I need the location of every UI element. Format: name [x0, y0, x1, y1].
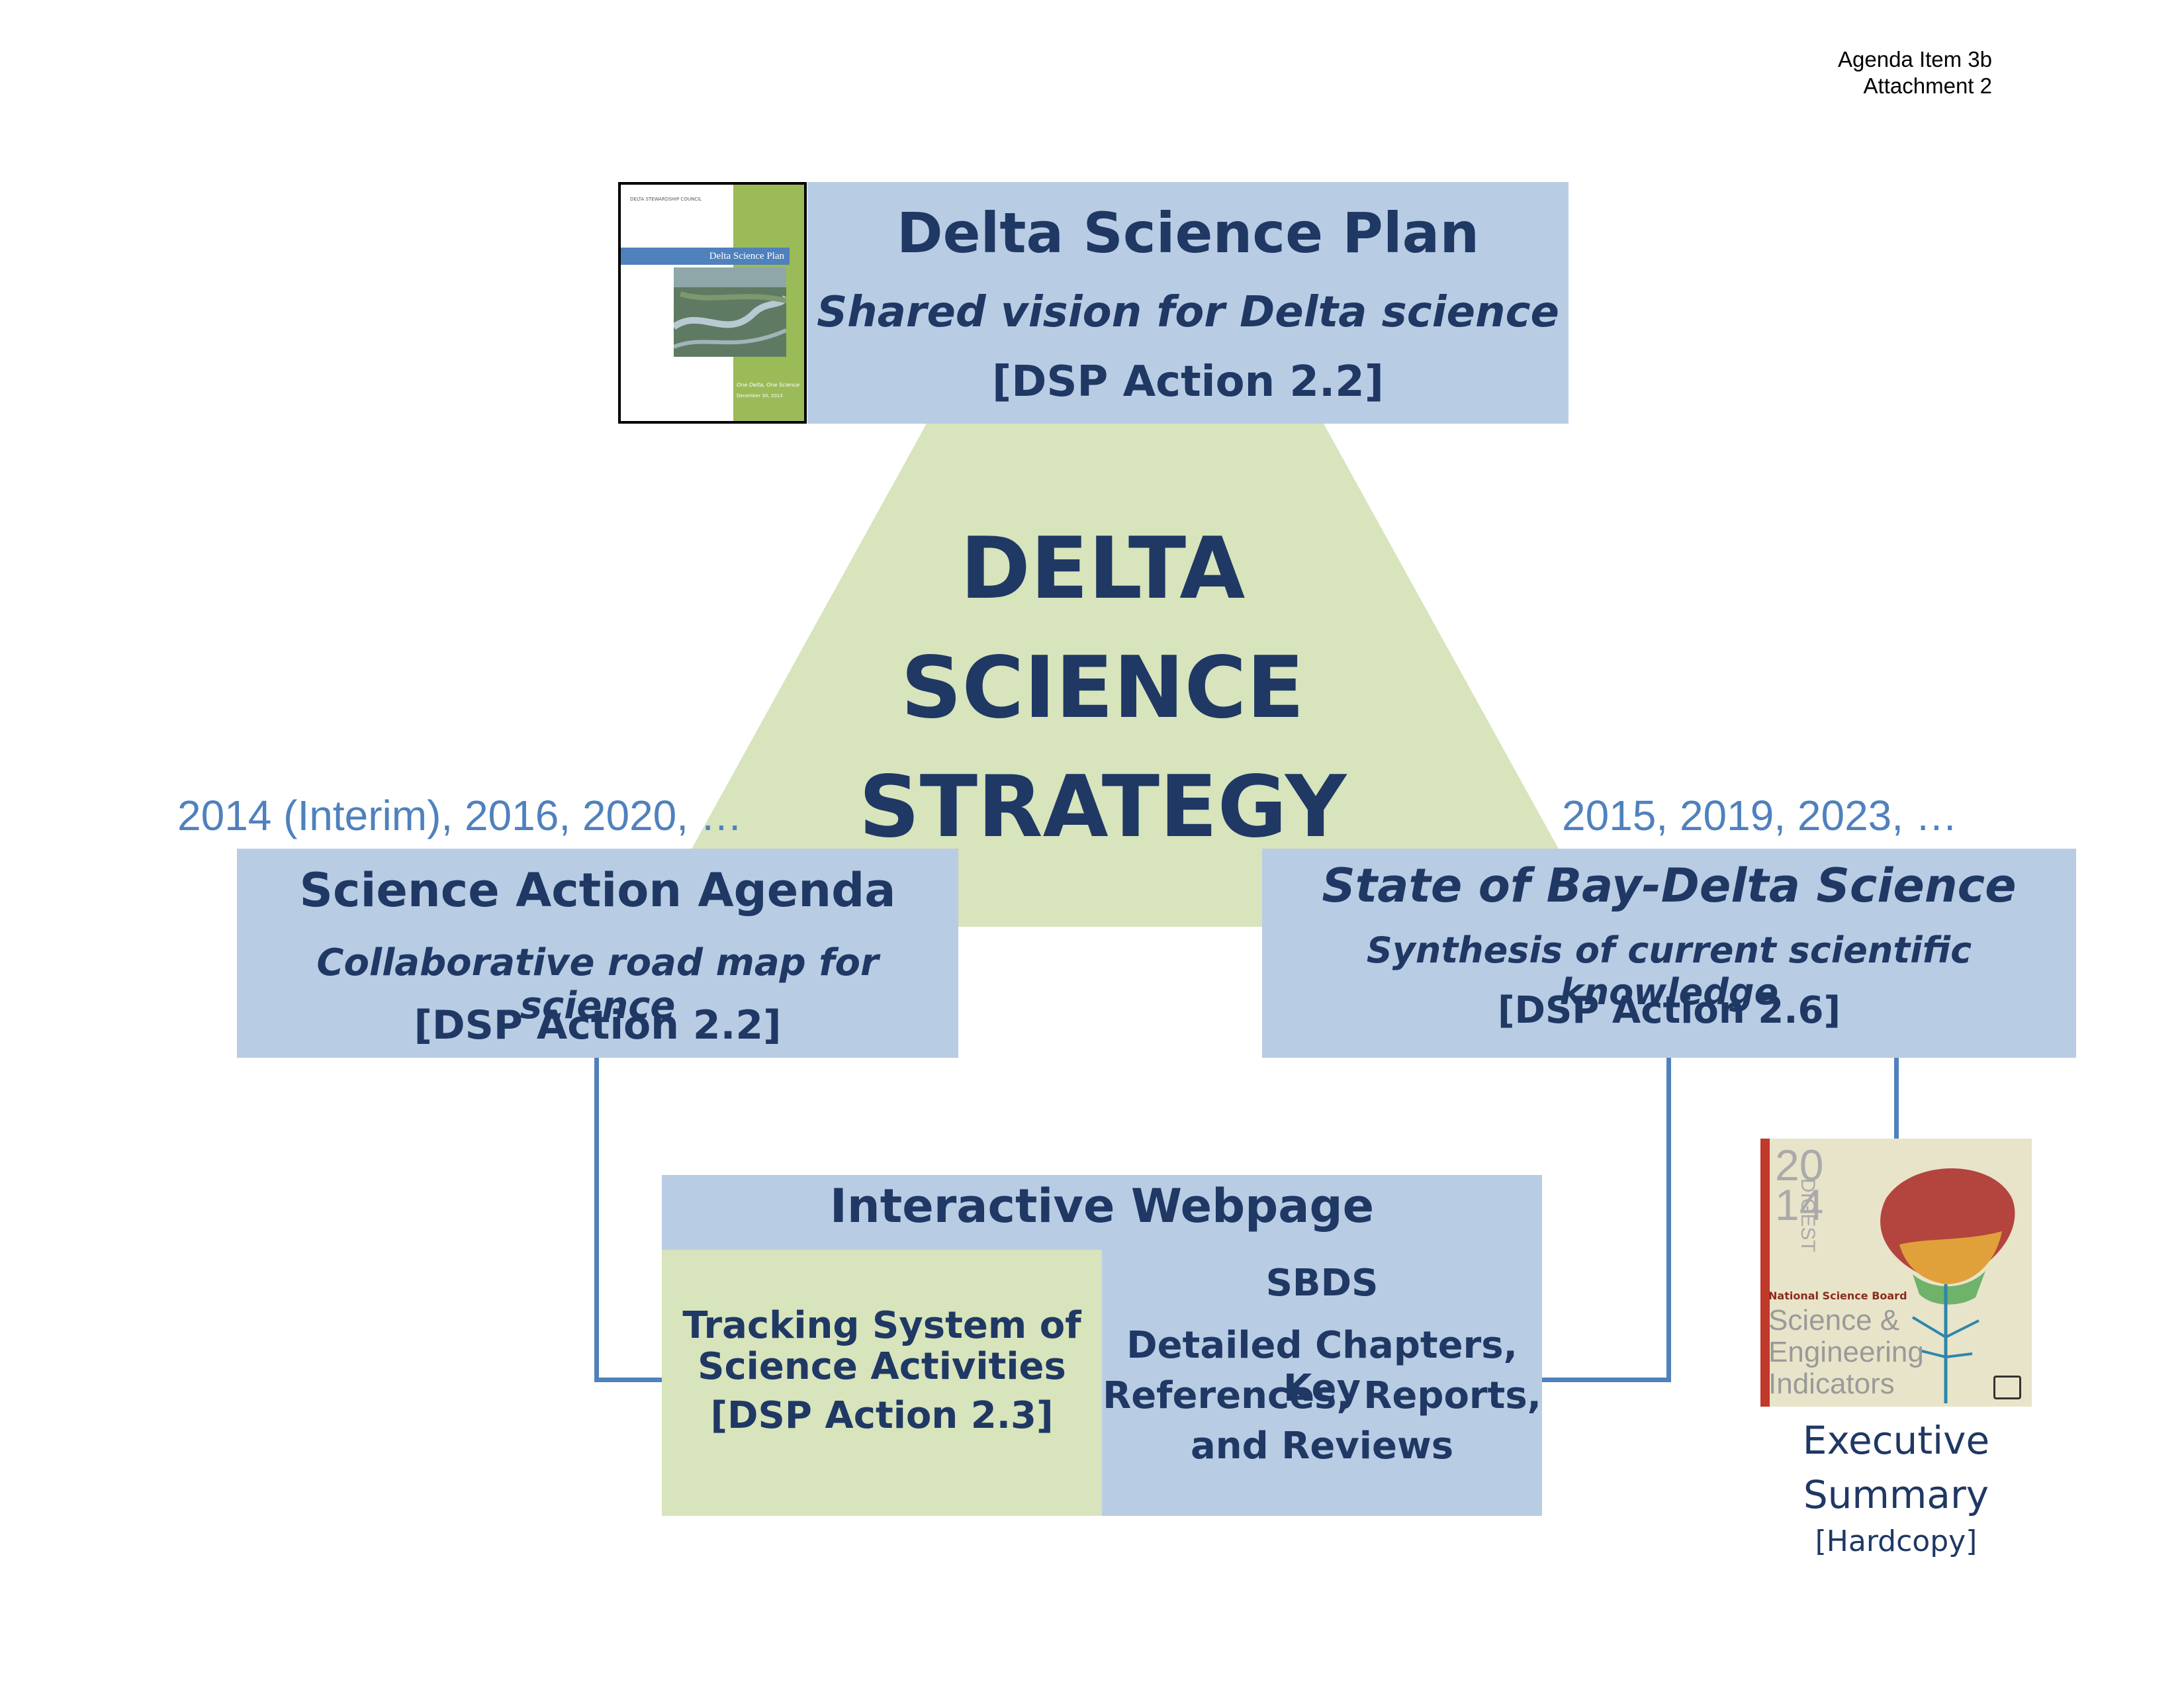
- connector-right-vertical: [1666, 1058, 1671, 1382]
- cover-year-20: 20: [1775, 1141, 1824, 1190]
- science-action-agenda-subtitle: Collaborative road map for science: [316, 941, 879, 1027]
- cover-date: December 30, 2013: [737, 393, 783, 399]
- cover-flower-graphic: [1880, 1168, 2015, 1403]
- executive-summary-cover: 20 14 DIGEST National Science Board Scie…: [1760, 1139, 2032, 1407]
- executive-summary-note: [Hardcopy]: [1815, 1524, 1978, 1558]
- science-action-agenda-action: [DSP Action 2.2]: [414, 1002, 782, 1049]
- connector-exec-summary: [1894, 1058, 1899, 1139]
- science-action-agenda-title: Science Action Agenda: [299, 863, 896, 917]
- strategy-title: DELTA SCIENCE STRATEGY: [805, 510, 1400, 867]
- tracking-system-panel: Tracking System of Science Activities [D…: [662, 1250, 1102, 1516]
- delta-science-plan-cover: DELTA STEWARDSHIP COUNCIL Delta Science …: [618, 182, 807, 424]
- cover-title-text: Delta Science Plan: [709, 251, 784, 261]
- executive-summary-label: Executive Summary [Hardcopy]: [1734, 1413, 2058, 1562]
- strategy-title-line-2: SCIENCE: [901, 639, 1304, 737]
- sbds-line-3: and Reviews: [1190, 1425, 1454, 1468]
- cover-title-line-2: Engineering: [1768, 1336, 1924, 1368]
- connector-right-horizontal: [1542, 1378, 1671, 1382]
- sbds-line-1: Detailed Chapters, Key: [1126, 1324, 1518, 1410]
- connector-left-vertical: [594, 1058, 599, 1382]
- tracking-system-line-1: Tracking System of: [682, 1304, 1081, 1347]
- delta-science-plan-title: Delta Science Plan: [896, 201, 1480, 265]
- cover-year-14: 14: [1775, 1180, 1824, 1229]
- cover-digest: DIGEST: [1797, 1178, 1819, 1252]
- cover-title-line-3: Indicators: [1768, 1368, 1895, 1400]
- sbds-label: SBDS: [1265, 1262, 1379, 1305]
- state-of-science-action: [DSP Action 2.6]: [1497, 989, 1841, 1032]
- cover-header-text: DELTA STEWARDSHIP COUNCIL: [630, 197, 702, 202]
- interactive-webpage-box: Interactive Webpage Tracking System of S…: [662, 1175, 1542, 1516]
- state-of-science-title: State of Bay-Delta Science: [1322, 859, 2017, 913]
- connector-left-horizontal: [594, 1378, 662, 1382]
- strategy-title-line-1: DELTA: [960, 520, 1246, 618]
- cover-board-name: National Science Board: [1768, 1289, 1907, 1302]
- sbds-panel: SBDS Detailed Chapters, Key References, …: [1102, 1250, 1542, 1516]
- sbds-line-2: References, Reports,: [1103, 1374, 1541, 1417]
- state-of-science-box: State of Bay-Delta Science Synthesis of …: [1262, 849, 2076, 1058]
- cover-title-line-1: Science &: [1768, 1304, 1900, 1336]
- tracking-system-line-2: Science Activities: [698, 1345, 1066, 1388]
- executive-summary-line-1: Executive: [1802, 1418, 1990, 1463]
- agenda-item-label: Agenda Item 3b: [1838, 47, 1992, 71]
- interactive-webpage-title: Interactive Webpage: [829, 1179, 1375, 1233]
- cover-tagline: One Delta, One Science: [737, 382, 800, 388]
- state-of-science-subtitle: Synthesis of current scientific knowledg…: [1366, 929, 1972, 1013]
- cover-photo: [674, 267, 786, 357]
- executive-summary-line-2: Summary: [1803, 1472, 1989, 1517]
- strategy-title-line-3: STRATEGY: [858, 758, 1347, 857]
- delta-science-plan-box: Delta Science Plan Shared vision for Del…: [807, 182, 1569, 424]
- state-of-science-years: 2015, 2019, 2023, …: [1562, 792, 1958, 839]
- delta-science-plan-subtitle: Shared vision for Delta science: [817, 288, 1559, 337]
- agenda-header: Agenda Item 3b Attachment 2: [1838, 46, 1992, 99]
- science-action-agenda-box: Science Action Agenda Collaborative road…: [237, 849, 958, 1058]
- nsb-logo-icon: [1993, 1376, 2021, 1399]
- cover-title-band: Delta Science Plan: [621, 248, 790, 265]
- tracking-system-action: [DSP Action 2.3]: [710, 1394, 1054, 1437]
- attachment-label: Attachment 2: [1863, 73, 1992, 98]
- sci-action-agenda-years: 2014 (Interim), 2016, 2020, …: [177, 792, 743, 839]
- delta-science-plan-action: [DSP Action 2.2]: [991, 357, 1385, 406]
